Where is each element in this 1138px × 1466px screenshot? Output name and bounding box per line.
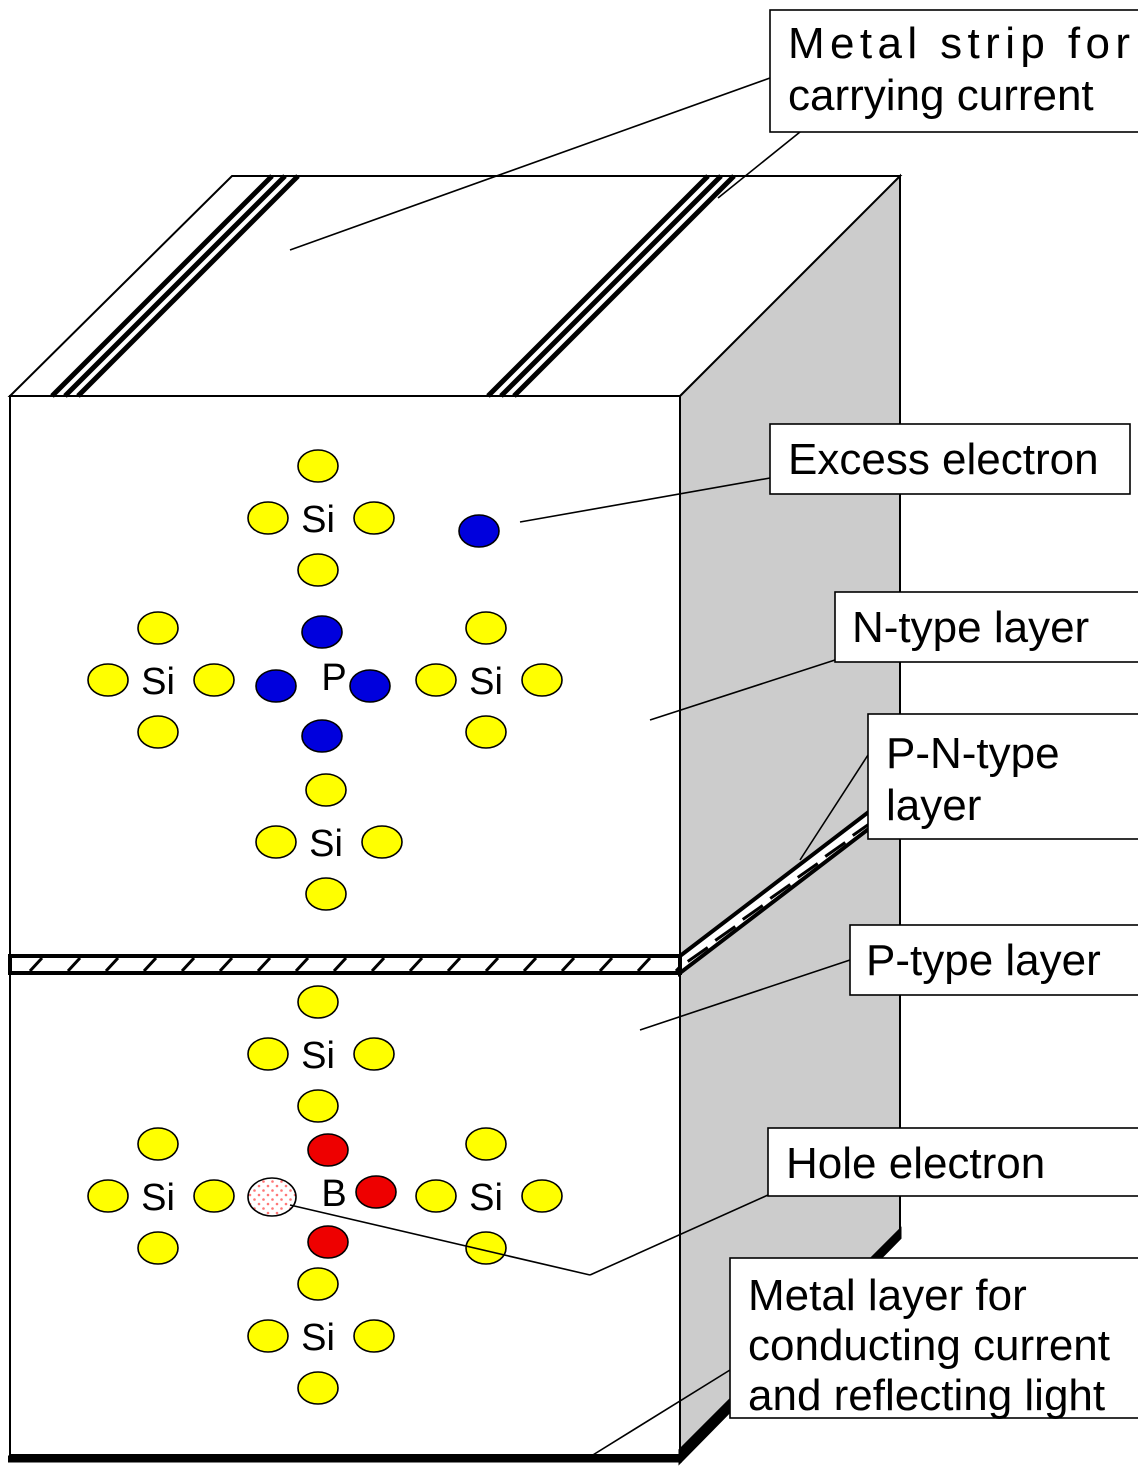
p-type-front-face <box>9 972 681 1456</box>
callout-excess-electron: Excess electron <box>769 423 1131 495</box>
silicon-valence-electron <box>353 1037 395 1071</box>
silicon-valence-electron <box>137 715 179 749</box>
silicon-valence-electron <box>465 1127 507 1161</box>
boron-electron <box>307 1133 349 1167</box>
silicon-valence-electron <box>87 663 129 697</box>
silicon-valence-electron <box>137 1127 179 1161</box>
boron-electron <box>307 1225 349 1259</box>
callout-pn-type-layer-line2: layer <box>886 781 981 830</box>
silicon-valence-electron <box>297 1089 339 1123</box>
callout-metal-layer-line3: and reflecting light <box>748 1371 1105 1420</box>
callout-n-type-layer: N-type layer <box>834 591 1138 663</box>
phosphorus-electron <box>349 669 391 703</box>
silicon-valence-electron <box>305 773 347 807</box>
callout-hole-electron: Hole electron <box>767 1127 1138 1197</box>
silicon-valence-electron <box>297 985 339 1019</box>
pn-junction-layer <box>8 783 902 978</box>
callout-metal-layer-line1: Metal layer for <box>748 1271 1027 1320</box>
silicon-atom-label: Si <box>469 661 503 703</box>
boron-electron <box>355 1175 397 1209</box>
callout-metal-layer: Metal layer for conducting current and r… <box>729 1257 1138 1420</box>
silicon-atom-label: Si <box>309 823 343 865</box>
callout-metal-strip-line1: Metal strip for <box>788 19 1130 68</box>
silicon-valence-electron <box>255 825 297 859</box>
phosphorus-atom-label: P <box>321 657 346 699</box>
callout-n-type-layer-text: N-type layer <box>852 603 1089 652</box>
silicon-valence-electron <box>465 715 507 749</box>
phosphorus-electron <box>255 669 297 703</box>
silicon-valence-electron <box>521 663 563 697</box>
excess-electron-dot <box>458 514 500 548</box>
silicon-atom-label: Si <box>301 499 335 541</box>
callout-metal-strip: Metal strip for carrying current <box>769 9 1138 133</box>
metal-strip-2 <box>486 174 736 398</box>
silicon-valence-electron <box>415 663 457 697</box>
silicon-valence-electron <box>361 825 403 859</box>
callout-p-type-layer: P-type layer <box>849 924 1138 996</box>
callout-pn-type-layer-line1: P-N-type <box>886 729 1060 778</box>
callout-pn-type-layer: P-N-type layer <box>867 713 1138 840</box>
silicon-valence-electron <box>297 449 339 483</box>
silicon-valence-electron <box>465 1231 507 1265</box>
silicon-atom-label: Si <box>301 1035 335 1077</box>
boron-atom-label: B <box>321 1173 346 1215</box>
metal-strip-1 <box>50 174 300 398</box>
silicon-valence-electron <box>465 611 507 645</box>
silicon-valence-electron <box>137 1231 179 1265</box>
silicon-valence-electron <box>193 663 235 697</box>
callout-hole-electron-text: Hole electron <box>786 1139 1045 1188</box>
silicon-valence-electron <box>415 1179 457 1213</box>
silicon-atom-label: Si <box>141 1177 175 1219</box>
hole-electron-marker <box>247 1177 297 1217</box>
silicon-valence-electron <box>521 1179 563 1213</box>
silicon-valence-electron <box>193 1179 235 1213</box>
silicon-valence-electron <box>247 1319 289 1353</box>
silicon-valence-electron <box>353 501 395 535</box>
silicon-valence-electron <box>353 1319 395 1353</box>
callout-metal-strip-line2: carrying current <box>788 71 1094 120</box>
phosphorus-electron <box>301 615 343 649</box>
silicon-valence-electron <box>305 877 347 911</box>
silicon-atom-label: Si <box>301 1317 335 1359</box>
silicon-valence-electron <box>297 1267 339 1301</box>
silicon-valence-electron <box>247 501 289 535</box>
silicon-atom-label: Si <box>141 661 175 703</box>
silicon-valence-electron <box>247 1037 289 1071</box>
callout-excess-electron-text: Excess electron <box>788 435 1099 484</box>
silicon-atom-label: Si <box>469 1177 503 1219</box>
silicon-valence-electron <box>137 611 179 645</box>
silicon-valence-electron <box>297 1371 339 1405</box>
silicon-valence-electron <box>87 1179 129 1213</box>
callout-p-type-layer-text: P-type layer <box>866 936 1101 985</box>
silicon-valence-electron <box>297 553 339 587</box>
phosphorus-electron <box>301 719 343 753</box>
leader-lines <box>289 77 869 1459</box>
callout-metal-layer-line2: conducting current <box>748 1321 1110 1370</box>
